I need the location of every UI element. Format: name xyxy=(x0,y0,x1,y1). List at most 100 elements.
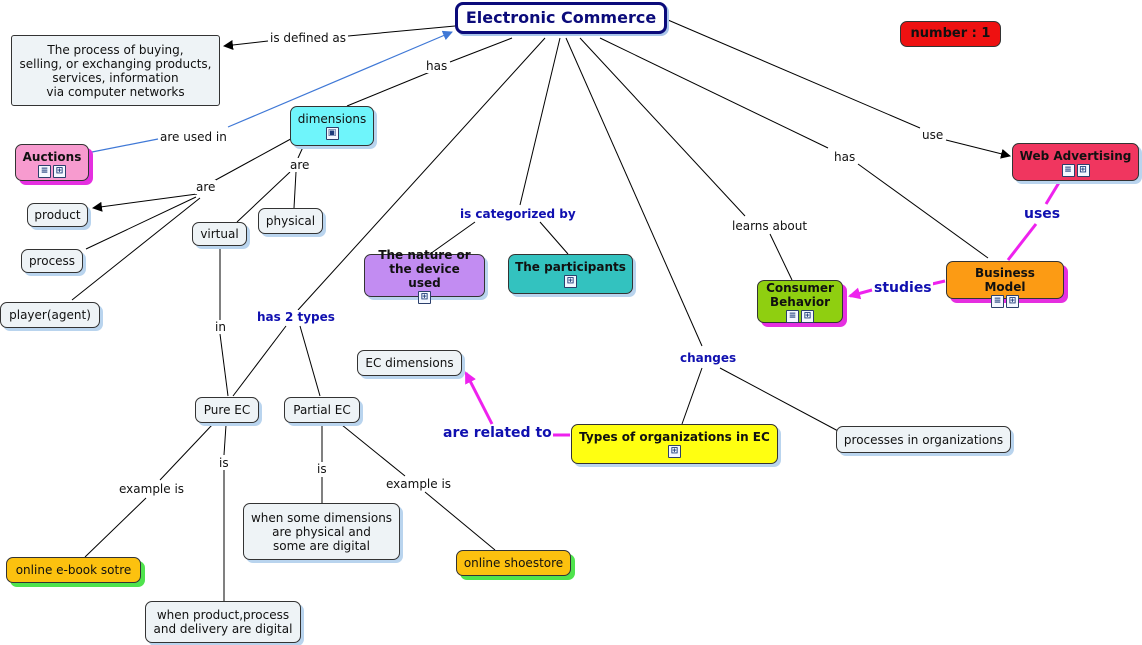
node-label: player(agent) xyxy=(9,308,91,322)
hierarchy-icon[interactable]: ⊞ xyxy=(418,290,431,304)
node-auctions[interactable]: Auctions ≡ ⊞ xyxy=(15,144,89,181)
node-label: Business Model xyxy=(975,266,1035,294)
node-number[interactable]: number : 1 xyxy=(900,21,1001,47)
node-label: Pure EC xyxy=(203,403,251,417)
link-has2-bizmodel xyxy=(857,163,989,259)
link-use-webadv xyxy=(945,139,1011,159)
label-example-is-ebook: example is xyxy=(118,482,186,496)
hierarchy-icon[interactable]: ⊞ xyxy=(668,445,681,458)
label-in: in xyxy=(214,320,227,334)
node-physical[interactable]: physical xyxy=(258,208,323,234)
node-shoestore[interactable]: online shoestore xyxy=(456,550,571,576)
label-is-defined-as: is defined as xyxy=(269,31,347,45)
link-changes-processes xyxy=(719,367,841,433)
link-dimensions-are1 xyxy=(211,134,299,183)
node-player[interactable]: player(agent) xyxy=(0,302,100,328)
label-uses: uses xyxy=(1023,206,1062,222)
icon-row: ⊞ xyxy=(418,290,431,304)
node-pure-ec[interactable]: Pure EC xyxy=(195,397,259,423)
node-product[interactable]: product xyxy=(27,203,88,227)
link-changes-types xyxy=(681,367,703,425)
label-are-virtual: are xyxy=(289,158,311,172)
document-icon[interactable]: ≡ xyxy=(786,309,799,323)
hierarchy-icon[interactable]: ⊞ xyxy=(801,309,814,323)
label-is-categorized-by: is categorized by xyxy=(459,207,577,221)
node-label: Partial EC xyxy=(293,403,351,417)
icon-row: ≡ ⊞ xyxy=(786,309,814,323)
node-electronic-commerce[interactable]: Electronic Commerce xyxy=(455,2,667,34)
label-use: use xyxy=(921,128,945,142)
node-processes-in-organizations[interactable]: processes in organizations xyxy=(836,426,1011,453)
link-ec-has2types xyxy=(297,37,546,311)
link-pure-is xyxy=(223,424,227,456)
node-nature[interactable]: The nature or the device used ⊞ xyxy=(364,248,485,304)
link-example-shoestore xyxy=(424,491,496,551)
node-web-advertising[interactable]: Web Advertising ≡ ⊞ xyxy=(1012,143,1139,181)
node-virtual[interactable]: virtual xyxy=(192,222,247,246)
node-participants[interactable]: The participants ⊞ xyxy=(508,254,633,294)
label-studies: studies xyxy=(873,280,933,296)
node-definition[interactable]: The process of buying, selling, or excha… xyxy=(11,35,220,106)
link-categorized-nature xyxy=(429,221,476,255)
link-pure-example xyxy=(159,424,213,481)
node-label: Web Advertising xyxy=(1019,149,1132,163)
node-ebook-store[interactable]: online e-book sotre xyxy=(6,557,141,583)
icon-row: ▣ xyxy=(325,127,339,140)
link-bizmodel-studies xyxy=(931,279,946,286)
icon-row: ≡ ⊞ xyxy=(38,165,66,178)
label-is-digital: is xyxy=(218,456,230,470)
link-categorized-participants xyxy=(539,221,569,255)
node-label: physical xyxy=(265,214,316,228)
link-webadv-uses xyxy=(1044,180,1062,205)
link-example-ebook xyxy=(84,497,147,558)
link-usedin-ec xyxy=(227,30,453,128)
node-business-model[interactable]: Business Model ≡ ⊞ xyxy=(946,261,1064,308)
node-label: process xyxy=(28,254,76,268)
node-label: virtual xyxy=(200,227,239,241)
icon-row: ≡ ⊞ xyxy=(991,295,1019,308)
label-changes: changes xyxy=(679,351,738,365)
node-partial-ec[interactable]: Partial EC xyxy=(284,397,360,423)
node-label: The participants xyxy=(515,260,626,274)
document-icon[interactable]: ≡ xyxy=(991,295,1004,308)
link-auctions-usedin xyxy=(91,138,159,153)
link-are2-physical xyxy=(293,171,297,209)
link-ec-defined xyxy=(347,25,456,37)
label-has-2-types: has 2 types xyxy=(256,310,336,324)
link-studies-consumer xyxy=(848,287,873,300)
hierarchy-icon[interactable]: ⊞ xyxy=(564,275,577,288)
link-has2types-pure xyxy=(232,325,287,397)
node-all-digital[interactable]: when product,process and delivery are di… xyxy=(145,601,301,643)
link-ec-has2 xyxy=(599,37,829,149)
node-label: dimensions xyxy=(297,112,367,126)
node-label: online shoestore xyxy=(463,556,564,570)
label-are-product: are xyxy=(195,180,217,194)
node-process[interactable]: process xyxy=(21,249,83,273)
link-ec-use xyxy=(667,19,921,129)
node-label: The nature or the device used xyxy=(378,247,471,290)
node-label: Auctions xyxy=(22,150,82,164)
link-ec-has xyxy=(449,37,513,63)
node-dimensions[interactable]: dimensions ▣ xyxy=(290,106,374,146)
label-example-is-shoestore: example is xyxy=(385,477,453,491)
node-types-of-organizations[interactable]: Types of organizations in EC ⊞ xyxy=(571,424,778,464)
label-has-dimensions: has xyxy=(425,59,449,73)
link-ec-learns xyxy=(579,37,746,217)
node-ec-dimensions[interactable]: EC dimensions xyxy=(357,350,462,376)
image-icon[interactable]: ▣ xyxy=(325,127,339,140)
hierarchy-icon[interactable]: ⊞ xyxy=(1006,295,1019,308)
icon-row: ⊞ xyxy=(564,275,577,288)
node-some-dimensions[interactable]: when some dimensions are physical and so… xyxy=(243,503,400,560)
node-consumer-behavior[interactable]: Consumer Behavior ≡ ⊞ xyxy=(757,280,843,323)
hierarchy-icon[interactable]: ⊞ xyxy=(1076,164,1090,177)
hierarchy-icon[interactable]: ⊞ xyxy=(53,165,66,178)
link-learns-consumer xyxy=(769,233,793,281)
icon-row: ⊞ xyxy=(668,445,681,458)
node-label: processes in organizations xyxy=(843,432,1004,447)
document-icon[interactable]: ≡ xyxy=(1061,164,1075,177)
link-ec-categorized xyxy=(519,37,561,206)
document-icon[interactable]: ≡ xyxy=(38,165,51,178)
icon-row: ≡ ⊞ xyxy=(1061,164,1090,177)
link-are1-process xyxy=(85,196,197,250)
